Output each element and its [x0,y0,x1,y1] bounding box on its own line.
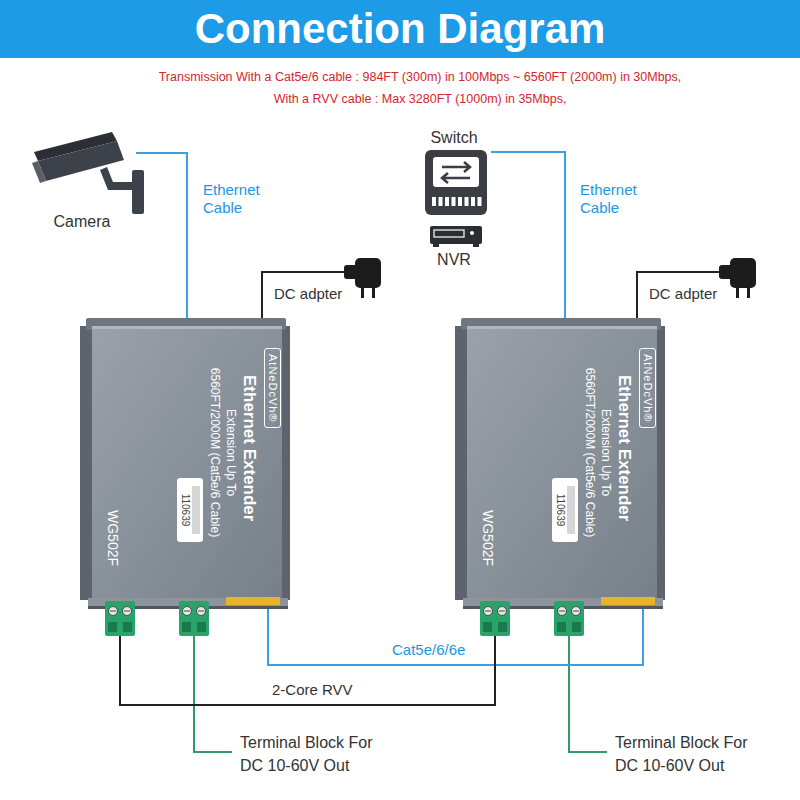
leader-line [194,636,232,752]
switch-icon [471,197,475,206]
leader-line [569,636,607,752]
terminal-label: Terminal Block For DC 10-60V Out [240,731,390,777]
device-spec: Extension Up To [224,330,238,575]
extender-node: AtNeDcVh® Ethernet ExtenderExtension Up T… [455,318,665,636]
device-face: AtNeDcVh® Ethernet ExtenderExtension Up T… [470,330,660,595]
switch-icon [465,197,469,206]
model-number: WG502F [104,510,121,566]
model-number: WG502F [479,510,496,566]
nvr-icon [434,230,464,237]
device-spec: 6560FT/2000M (Cat5e/6 Cable) [208,330,222,575]
edge-label: Cat5e/6/6e [392,641,465,659]
nvr-icon [430,226,482,244]
extender-body [80,318,290,636]
switch-icon [442,162,470,172]
switch-icon [478,197,482,206]
switch-node: Switch [417,126,491,218]
nvr-icon [430,226,482,247]
power-cable [120,636,495,705]
camera-icon [32,132,144,214]
dc-plug [637,258,756,320]
adapter-label: DC adpter [649,285,717,303]
ethernet-cable [136,153,187,318]
edge-label: Ethernet Cable [580,181,650,217]
ethernet-cable [491,152,565,318]
brand-logo: AtNeDcVh® [639,348,656,428]
camera-icon [100,167,132,190]
dc-plug [262,258,381,320]
serial-number: 110639 [179,478,191,542]
nvr-icon [433,244,439,247]
serial-sticker: 110639 [177,478,203,542]
switch-icon [458,197,462,206]
diagram-title: Connection Diagram [0,0,800,58]
camera-icon [38,141,124,181]
device-spec: Extension Up To [599,330,613,575]
switch-icon [432,197,436,206]
device-title: Ethernet Extender [239,375,259,521]
extender-body [455,318,665,636]
switch-icon [442,173,470,183]
device-name: Switch [417,128,491,147]
nvr-icon [470,231,474,235]
device-spec: 6560FT/2000M (Cat5e/6 Cable) [583,330,597,575]
device-face: AtNeDcVh® Ethernet ExtenderExtension Up T… [95,330,285,595]
title-banner [0,0,800,58]
edge-label: 2-Core RVV [272,681,353,699]
brand-logo: AtNeDcVh® [264,348,281,428]
switch-icon [425,150,487,215]
nvr-node: NVR [417,220,491,272]
switch-icon [445,197,449,206]
camera-icon [32,161,46,183]
spec-note: With a RVV cable : Max 3280FT (1000m) in… [40,92,800,107]
switch-icon [452,197,456,206]
camera-node: Camera [28,128,136,236]
switch-icon [425,150,487,215]
nvr-icon [473,244,479,247]
switch-icon [439,197,443,206]
device-name: Camera [28,212,136,231]
adapter-label: DC adpter [274,285,342,303]
network-cable [268,636,643,665]
camera-icon [132,170,144,214]
serial-number: 110639 [554,478,566,542]
device-name: NVR [417,250,491,269]
device-title: Ethernet Extender [614,375,634,521]
edge-label: Ethernet Cable [203,181,273,217]
serial-sticker: 110639 [552,478,578,542]
spec-note: Transmission With a Cat5e/6 cable : 984F… [40,70,800,85]
terminal-label: Terminal Block For DC 10-60V Out [615,731,765,777]
switch-icon [433,157,479,187]
extender-node: AtNeDcVh® Ethernet ExtenderExtension Up T… [80,318,290,636]
